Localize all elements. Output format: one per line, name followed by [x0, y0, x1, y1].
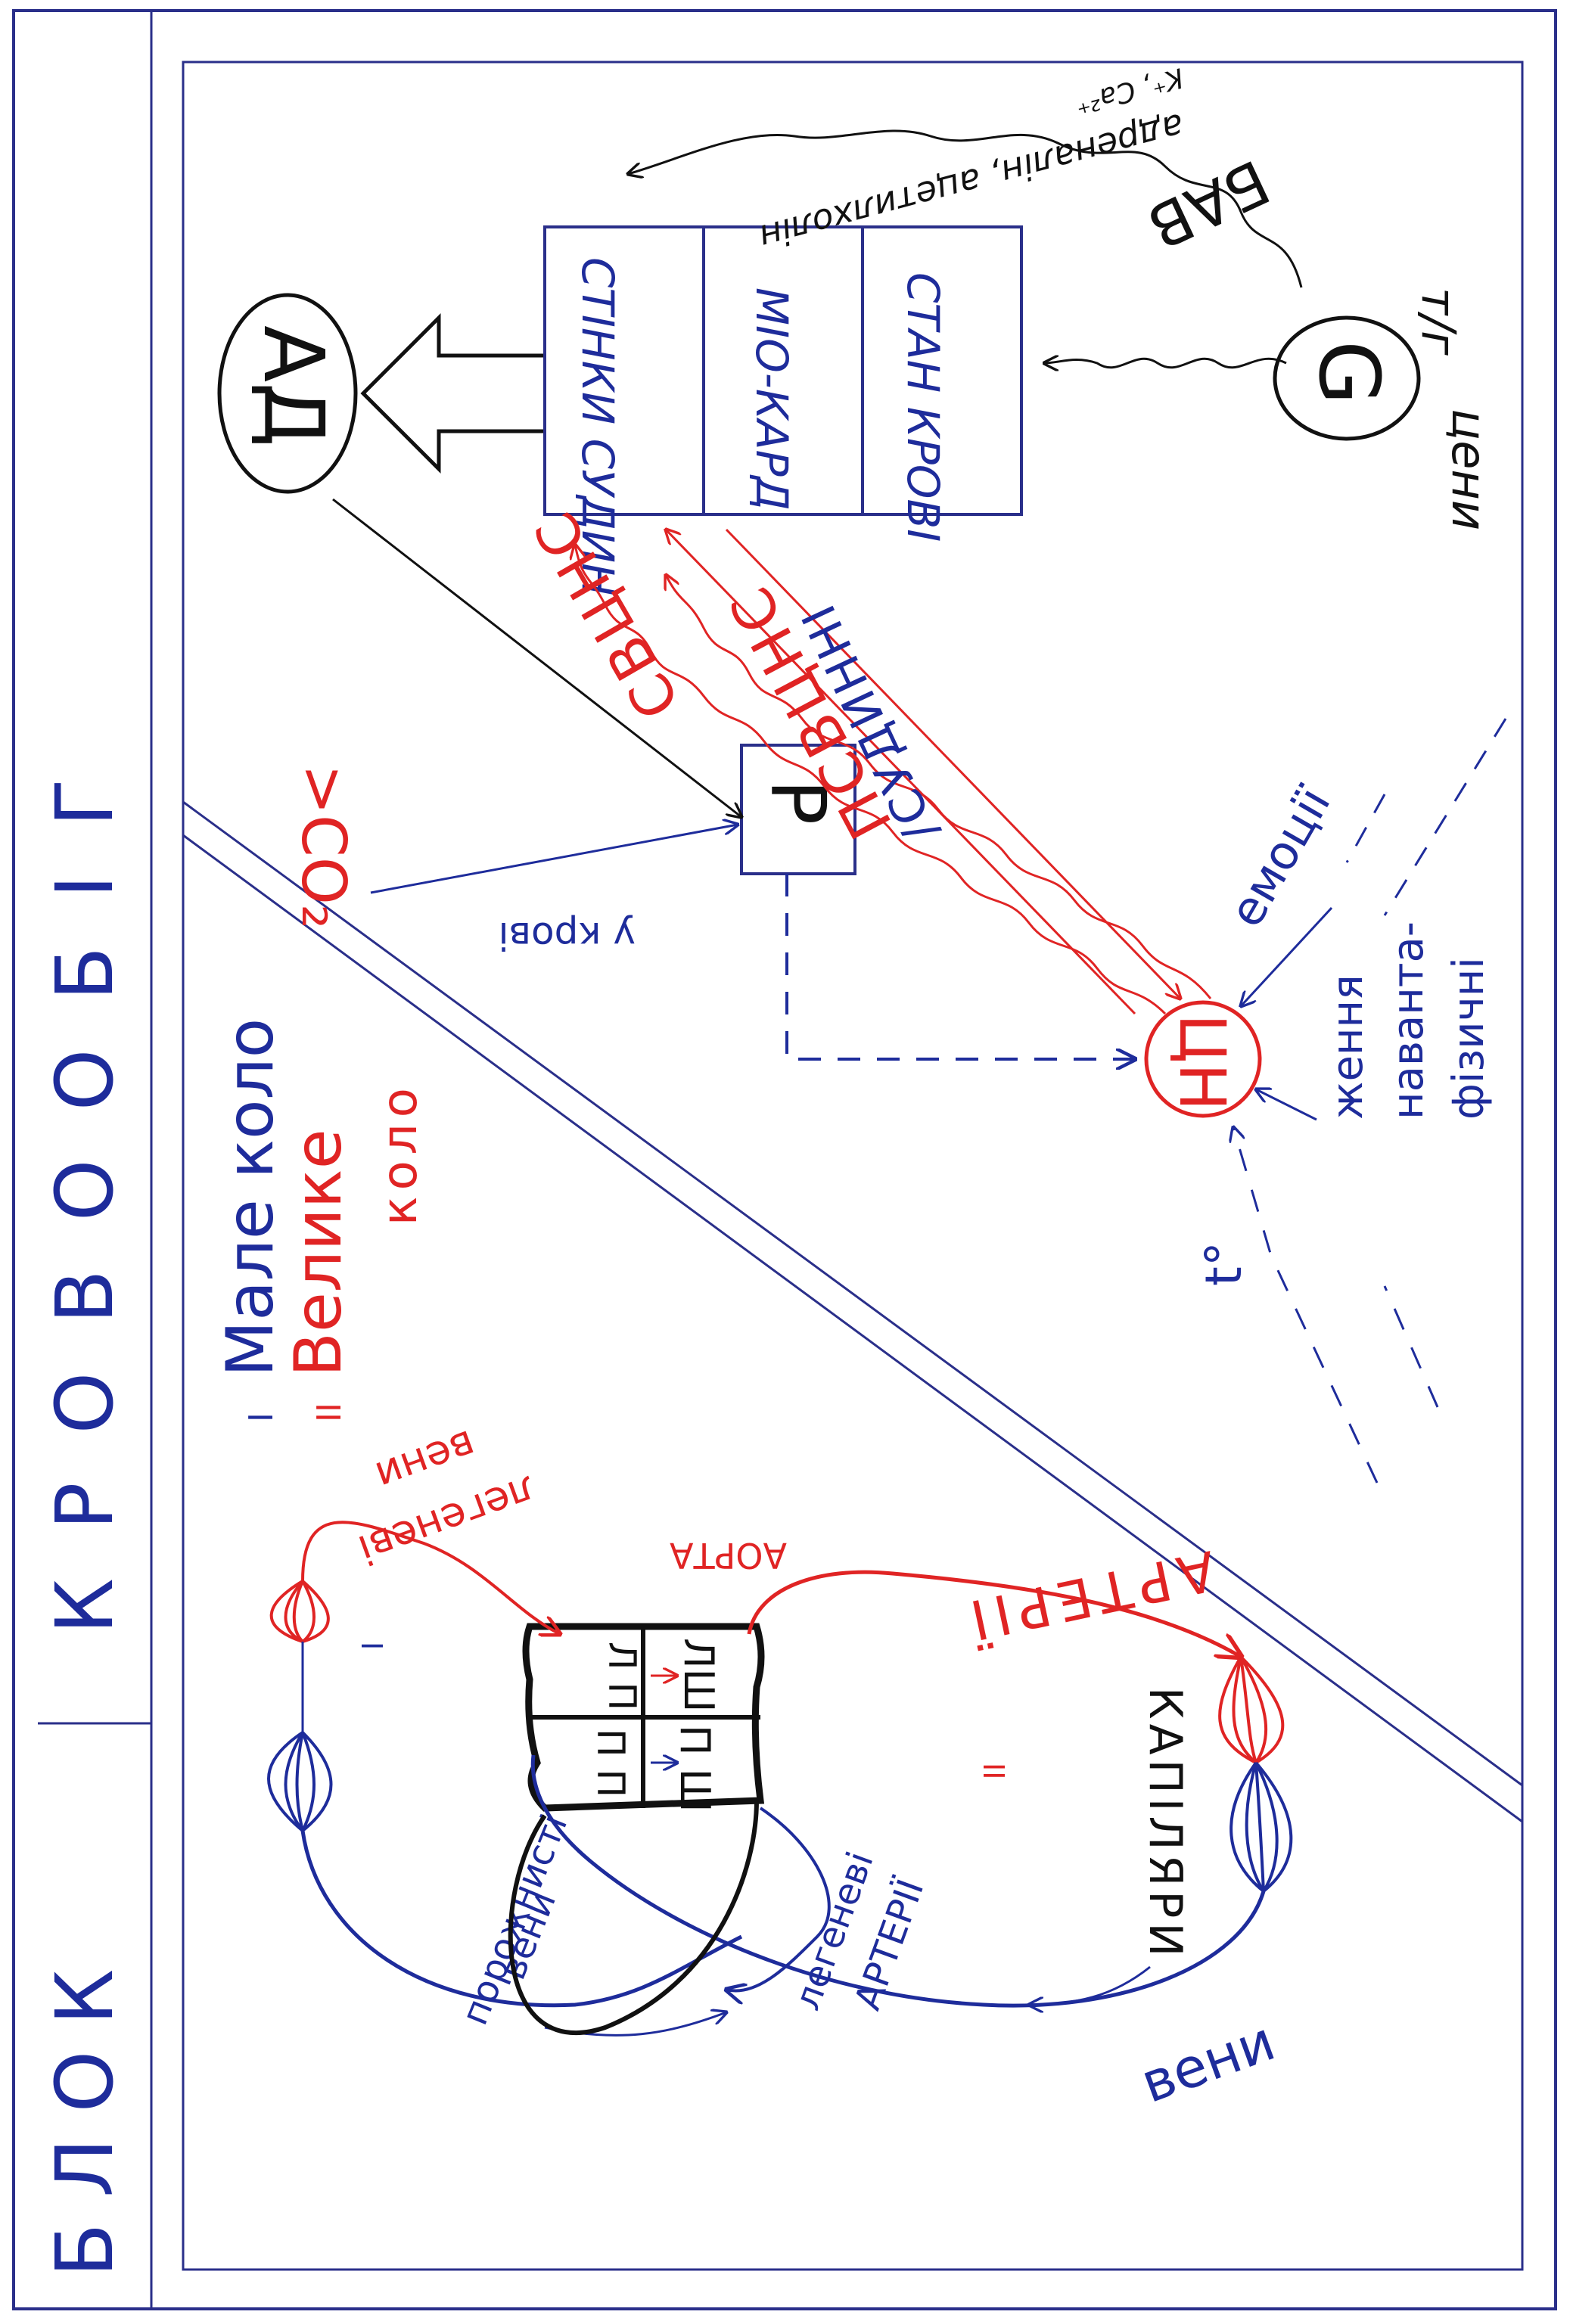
aorta-label: АОРТА [669, 1535, 787, 1576]
heart-left-atrium: Л П [600, 1642, 644, 1710]
bav-list: адреналін, ацетилхолін [755, 105, 1189, 258]
title-word-krovoobig: КРОВООБІГ [39, 730, 131, 1634]
factor-myocardium: МІО-КАРД [746, 287, 797, 511]
parasympathetic-arrow [666, 575, 1212, 999]
physical-label-2: наванта- [1384, 921, 1433, 1120]
co2-label: >CO₂ [288, 764, 359, 929]
title-word-blok: БЛОК [39, 1943, 131, 2277]
legend-numeral-big: ІІ [310, 1403, 349, 1422]
black-loop [508, 1800, 759, 2035]
sympathetic-arrow [575, 545, 1167, 1015]
pulmonary-arteries-vessel [726, 1807, 831, 1991]
hormone-node [1273, 315, 1421, 441]
systemic-veins-arrow [1029, 1965, 1151, 2005]
systemic-capillary-fan [1218, 1655, 1293, 1893]
legend: І Мале коло ІІ Велике коло [213, 1018, 428, 1422]
pulmonary-veins-vessel [301, 1521, 560, 1634]
pressure-node [217, 293, 358, 494]
temperature-dash-2 [1383, 1285, 1439, 1408]
content-frame [182, 61, 1524, 2271]
center-to-vessels-arrow [666, 530, 1136, 1015]
physical-label-1: фізичні [1444, 957, 1494, 1120]
loop-big-label: ІІ [977, 1763, 1010, 1779]
factors-box: СТІНКИ СУДИН МІО-КАРД СТАН КРОВІ [543, 225, 1023, 596]
heart-right-ventricle: П Ш [671, 1725, 719, 1813]
legend-big-circle-2: коло [372, 1082, 428, 1226]
co2-arrow [370, 825, 738, 894]
systemic-veins-vessel [530, 1754, 1266, 2008]
center-node [1144, 1000, 1262, 1118]
vessels-to-center-arrow [725, 528, 1180, 999]
center-label: ЦН [1165, 1014, 1239, 1111]
co2-blood-label: у крові [499, 914, 636, 958]
diagonal-separator-2 [182, 834, 1523, 1823]
receptor-to-center-dashed [785, 874, 1135, 1059]
emotions-arrow [1241, 906, 1333, 1006]
capillaries-label: КАПІЛЯРИ [1139, 1687, 1192, 1961]
emotions-label: емоції [1218, 778, 1341, 937]
heart: Л П ЛШ П П П Ш [522, 1623, 765, 1813]
hormone-to-factors-arrow [1044, 359, 1287, 368]
factor-blood-state: СТАН КРОВІ [897, 272, 949, 542]
outer-frame [12, 9, 1557, 2310]
lung-capillary-fan [267, 1580, 333, 1832]
emotions-dash-2 [1383, 718, 1507, 916]
regulation-diagram: АД СТІНКИ СУДИН МІО-КАРД СТАН КРОВІ G т/… [217, 61, 1507, 1484]
arteries-label: АРТЕРІЇ [958, 1538, 1221, 1653]
physical-label-3: ження [1323, 974, 1372, 1120]
temperature-label: t° [1195, 1241, 1253, 1286]
hormone-caption-1: т/г [1411, 287, 1466, 356]
title: БЛОК КРОВООБІГ [39, 730, 131, 2277]
emotions-dash-1 [1345, 794, 1386, 863]
receptor-label: Р [754, 779, 842, 825]
hormone-caption-2: цени [1441, 409, 1497, 530]
pressure-to-receptor-arrow [332, 498, 741, 817]
legend-big-circle-1: Велике [281, 1129, 356, 1377]
pressure-label: АД [245, 325, 342, 447]
legend-small-circle: Мале коло [213, 1018, 288, 1377]
factors-to-pressure-arrow [360, 312, 545, 474]
physical-arrow [1256, 1089, 1317, 1121]
hormone-label: G [1301, 340, 1397, 405]
heart-outline [522, 1623, 765, 1812]
bav-arrow [628, 129, 1303, 288]
factor-vessel-walls: СТІНКИ СУДИН [572, 257, 623, 596]
aorta-vessel [747, 1570, 1241, 1657]
veins-label: вени [1133, 2009, 1282, 2115]
legend-numeral-small: І [242, 1412, 281, 1422]
heart-left-ventricle: ЛШ [675, 1638, 723, 1712]
loop-small-label: І [355, 1642, 388, 1650]
bav-label: БАВ [1137, 146, 1279, 263]
temperature-dashed [1233, 1127, 1379, 1484]
circulation-diagram: Л П ЛШ П П П Ш І легеневі вени л [267, 1421, 1293, 2115]
heart-right-atrium: П П [589, 1729, 633, 1797]
diagonal-separator-1 [182, 800, 1523, 1787]
